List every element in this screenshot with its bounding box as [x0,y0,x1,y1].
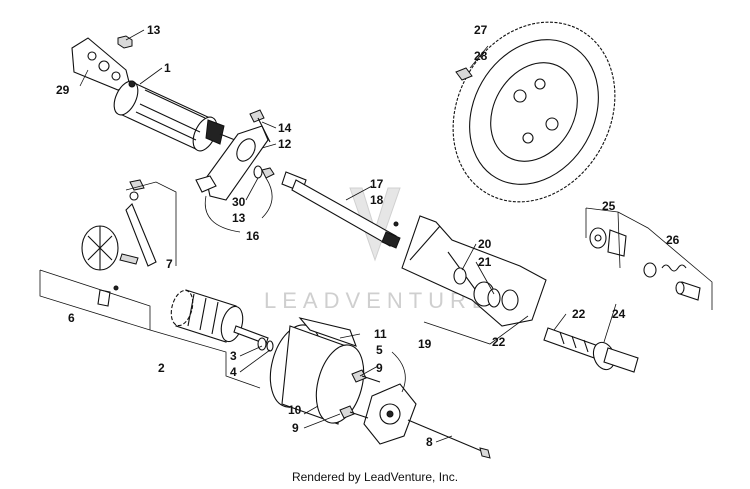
callout-3: 3 [230,349,237,363]
callout-21: 21 [478,255,492,269]
callout-24: 24 [612,307,626,321]
callout-26: 26 [666,233,680,247]
callout-8: 8 [426,435,433,449]
callout-15: 14 [278,121,292,135]
brush-holder-part[interactable] [81,179,157,307]
callout-1: 1 [164,61,171,75]
callout-16: 16 [246,229,260,243]
callout-9a: 9 [376,361,383,375]
callout-14: 13 [147,23,161,37]
screw-part[interactable] [455,67,473,81]
callout-13: 13 [232,211,246,225]
ring-gear-part[interactable] [421,0,647,231]
callout-11: 11 [374,327,387,341]
shaft-part[interactable] [281,171,401,249]
bushing-part[interactable] [453,267,501,308]
callout-6: 6 [68,311,75,325]
callout-4: 4 [230,365,237,379]
callout-20: 20 [478,237,492,251]
callout-2: 2 [158,361,165,375]
callout-28: 28 [474,49,488,63]
callout-labels: 13 1 29 14 12 30 13 16 17 18 27 28 20 21… [56,23,680,449]
callout-19: 19 [418,337,432,351]
callout-27: 27 [474,23,488,37]
starter-motor-part[interactable] [109,77,241,154]
callout-23: 22 [572,307,586,321]
pinion-shaft-part[interactable] [543,327,639,373]
group-lines [39,177,713,393]
footer-credit: Rendered by LeadVenture, Inc. [291,470,459,484]
washer-part[interactable] [253,165,275,179]
callout-22: 22 [492,335,506,349]
callout-29: 29 [56,83,70,97]
callout-9b: 9 [292,421,299,435]
callout-10: 10 [288,403,302,417]
callout-5: 5 [376,343,383,357]
callout-17: 17 [370,177,384,191]
bolt-part[interactable] [249,109,271,143]
screw-part-9[interactable] [339,369,381,419]
pinion-gear-part[interactable] [589,227,701,301]
watermark: LEADVENTURE [264,187,493,313]
callout-30: 30 [232,195,246,209]
watermark-text: LEADVENTURE [264,288,493,313]
thrust-washer-part[interactable] [257,337,274,352]
end-cover-part[interactable] [363,383,417,445]
callout-7: 7 [166,257,173,271]
callout-25: 25 [602,199,616,213]
callout-12: 12 [278,137,292,151]
leader-lines [79,29,617,443]
armature-part[interactable] [168,288,269,345]
through-bolt-part[interactable] [407,419,491,459]
callout-18: 18 [370,193,384,207]
yoke-housing-part[interactable] [262,317,372,428]
